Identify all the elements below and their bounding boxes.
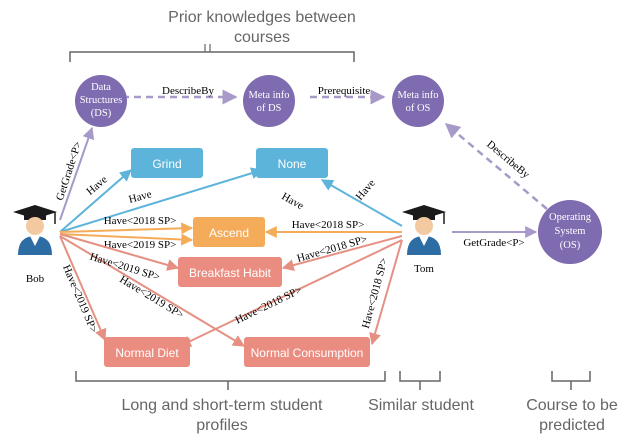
svg-text:(OS): (OS) xyxy=(560,240,581,251)
profile-diet[interactable]: Normal Diet xyxy=(104,337,190,367)
svg-text:Meta info: Meta info xyxy=(397,90,438,101)
similar-title: Similar student xyxy=(368,397,474,414)
profile-consumption[interactable]: Normal Consumption xyxy=(244,337,370,367)
label-have2018-1: Have<2018 SP> xyxy=(104,215,177,227)
profiles-title-2: profiles xyxy=(196,417,248,434)
svg-text:Meta info: Meta info xyxy=(248,90,289,101)
course-node-meta-ds[interactable]: Meta info of DS xyxy=(243,75,295,127)
label-have2018-4: Have<2018 SP> xyxy=(233,284,304,327)
svg-text:None: None xyxy=(278,157,307,171)
svg-text:System: System xyxy=(555,226,586,237)
svg-text:Normal Consumption: Normal Consumption xyxy=(251,346,364,360)
label-have-4: Have xyxy=(354,177,378,203)
svg-text:Structures: Structures xyxy=(80,95,123,106)
label-have-2: Have xyxy=(127,188,153,206)
edge-bob-ds xyxy=(59,126,95,221)
label-describeby: DescribeBy xyxy=(162,85,214,97)
course-node-os[interactable]: Operating System (OS) xyxy=(538,200,602,264)
edge-bob-ascend-1 xyxy=(59,222,194,235)
svg-text:of OS: of OS xyxy=(406,103,431,114)
svg-text:Data: Data xyxy=(91,82,111,93)
course-node-meta-os[interactable]: Meta info of OS xyxy=(392,75,444,127)
student-bob-label: Bob xyxy=(26,273,45,285)
profile-none[interactable]: None xyxy=(256,148,328,178)
prior-title: Prior knowledges between xyxy=(168,9,356,26)
profile-ascend[interactable]: Ascend xyxy=(193,217,265,247)
edge-os-meta xyxy=(444,123,548,210)
svg-text:of DS: of DS xyxy=(257,103,282,114)
student-tom-label: Tom xyxy=(414,263,434,275)
label-getgrade-tom: GetGrade<P> xyxy=(463,237,524,249)
edge-tom-consumption xyxy=(369,239,403,346)
profiles-title: Long and short-term student xyxy=(121,397,323,414)
edge-tom-diet xyxy=(178,239,403,347)
course-title: Course to be xyxy=(526,397,618,414)
svg-text:Normal Diet: Normal Diet xyxy=(115,346,179,360)
course-node-ds[interactable]: Data Structures (DS) xyxy=(75,75,127,127)
bob-avatar-icon[interactable] xyxy=(13,205,57,255)
label-prerequisite: Prerequisite xyxy=(318,85,371,97)
label-have2019-3: Have<2019 SP> xyxy=(60,263,99,335)
course-brace xyxy=(551,371,591,390)
svg-text:Operating: Operating xyxy=(549,212,592,223)
prior-title-2: courses xyxy=(234,29,290,46)
profiles-brace xyxy=(75,371,386,390)
label-have2019-1: Have<2019 SP> xyxy=(104,239,177,251)
label-have-3: Have xyxy=(279,191,305,213)
edge-bob-consumption xyxy=(59,235,246,347)
similar-brace xyxy=(399,371,441,390)
edge-bob-grind xyxy=(59,169,132,233)
svg-text:(DS): (DS) xyxy=(91,108,112,119)
course-title-2: predicted xyxy=(539,417,605,434)
svg-text:Ascend: Ascend xyxy=(209,226,249,240)
edge-tom-none xyxy=(320,179,403,227)
edge-tom-breakfast xyxy=(281,235,403,271)
svg-text:Grind: Grind xyxy=(152,157,181,171)
tom-avatar-icon[interactable] xyxy=(402,205,446,255)
edge-bob-breakfast xyxy=(59,233,180,271)
profile-breakfast[interactable]: Breakfast Habit xyxy=(178,257,282,287)
label-have2018-2: Have<2018 SP> xyxy=(292,219,365,231)
profile-grind[interactable]: Grind xyxy=(131,148,203,178)
label-have-1: Have xyxy=(84,174,110,198)
prior-brace xyxy=(69,51,355,62)
edge-bob-none xyxy=(59,167,264,233)
svg-text:Breakfast Habit: Breakfast Habit xyxy=(189,266,272,280)
edge-bob-diet xyxy=(59,235,107,342)
edge-bob-ascend-2 xyxy=(59,233,194,246)
